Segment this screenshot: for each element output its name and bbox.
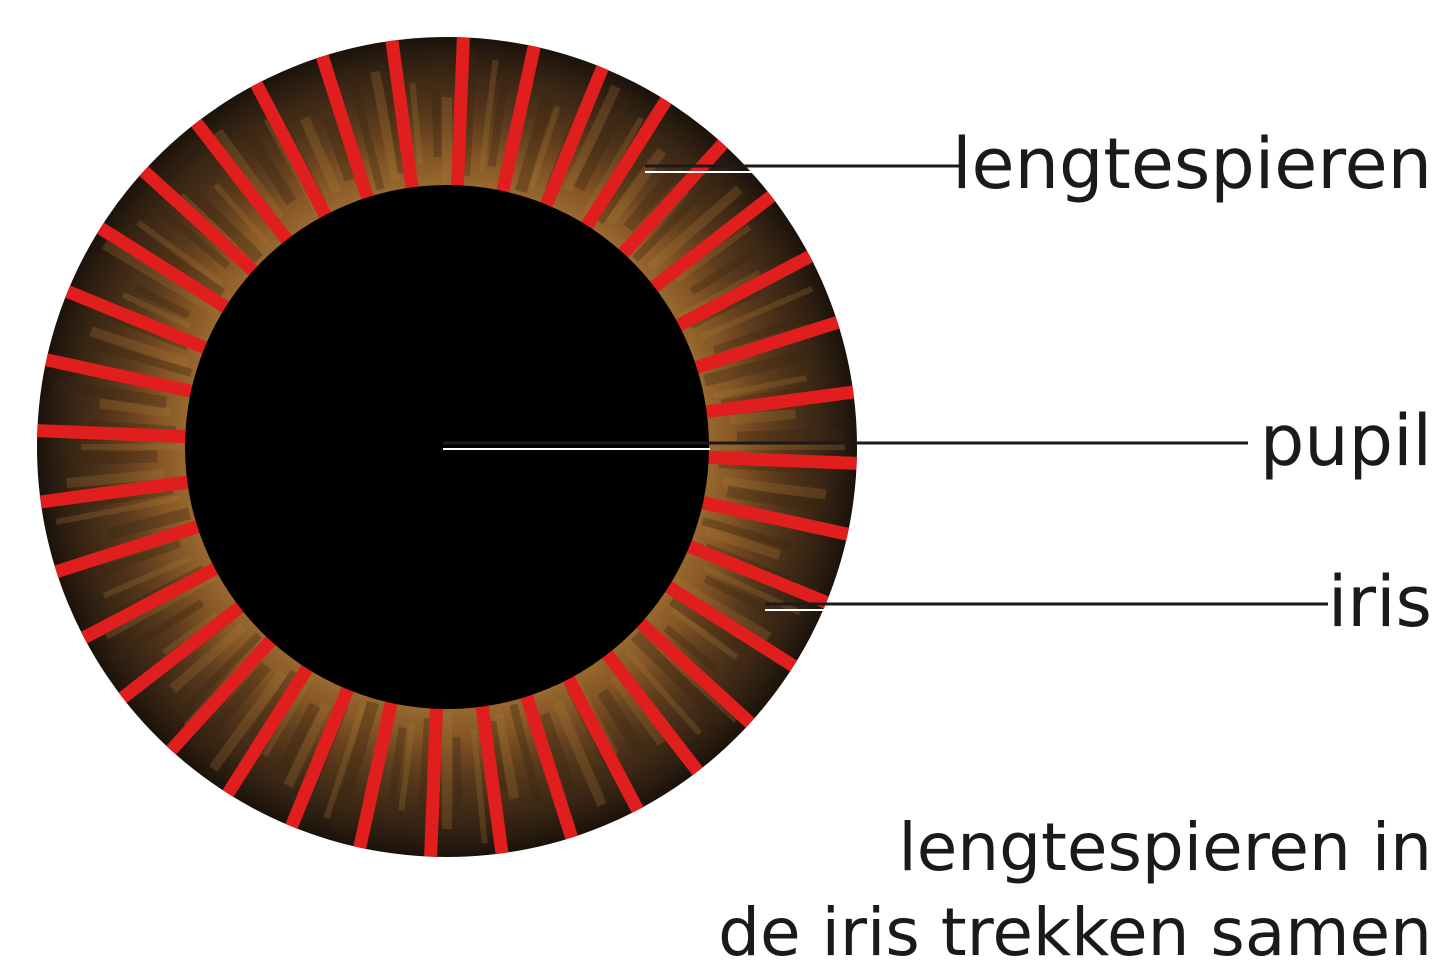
eye	[37, 37, 857, 857]
longitudinal-muscle	[431, 707, 437, 857]
caption-line-2: de iris trekken samen	[718, 894, 1432, 968]
iris-streak	[730, 414, 796, 420]
label-iris: iris	[1328, 561, 1432, 643]
longitudinal-muscle	[37, 431, 187, 437]
label-pupil: pupil	[1260, 400, 1432, 482]
iris-streak	[73, 456, 157, 459]
iris-streak	[456, 737, 459, 837]
iris-streak	[737, 434, 845, 437]
longitudinal-muscle	[457, 37, 463, 187]
iris-streak	[435, 89, 437, 157]
caption-line-1: lengtespieren in	[898, 809, 1432, 886]
label-lengtespieren: lengtespieren	[952, 123, 1432, 205]
longitudinal-muscle	[707, 457, 857, 463]
pupil	[185, 185, 709, 709]
